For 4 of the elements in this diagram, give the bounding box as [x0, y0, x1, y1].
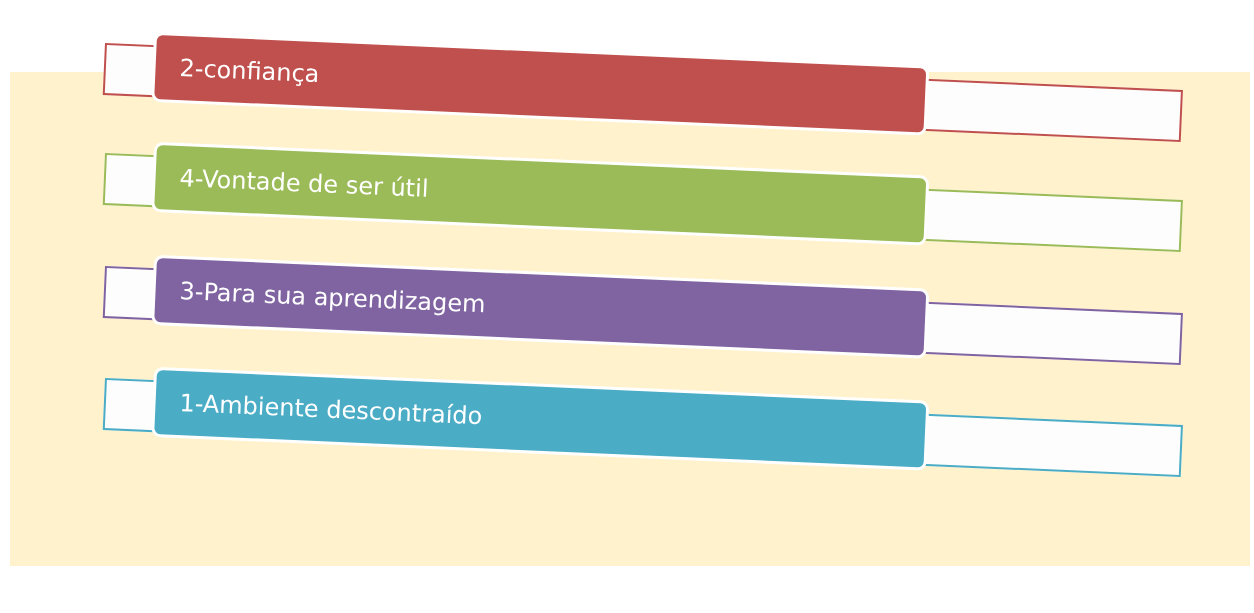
bar-label: 2-confiança — [178, 54, 321, 89]
bar-label: 3-Para sua aprendizagem — [178, 277, 487, 319]
bar-label: 1-Ambiente descontraído — [178, 389, 483, 431]
bar-label: 4-Vontade de ser útil — [178, 164, 430, 203]
